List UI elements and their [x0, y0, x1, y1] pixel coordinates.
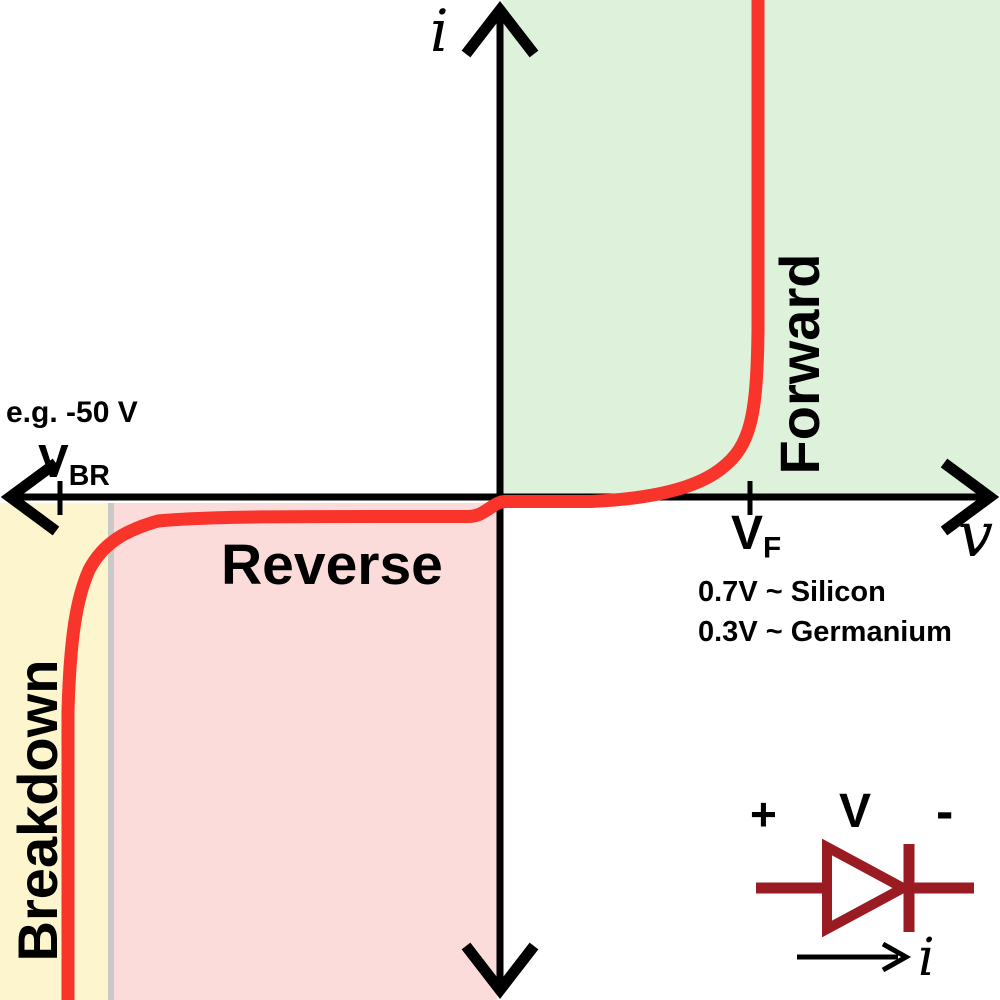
- x-axis-left-arrowhead: [0, 458, 60, 536]
- diode-plus-sign: +: [750, 788, 777, 840]
- forward-region-label: Forward: [768, 253, 831, 475]
- x-axis-right-arrowhead: [940, 458, 1000, 536]
- diode-triangle: [822, 838, 914, 938]
- vbr-main: V: [38, 435, 69, 487]
- breakdown-region-label: Breakdown: [6, 659, 69, 962]
- diode-minus-sign: -: [936, 783, 954, 841]
- reverse-region-label: Reverse: [221, 533, 443, 597]
- silicon-threshold-note: 0.7V ~ Silicon: [698, 576, 886, 608]
- y-axis-up-arrowhead: [461, 1, 539, 58]
- germanium-threshold-note: 0.3V ~ Germanium: [698, 616, 952, 648]
- vf-label: VF: [731, 510, 781, 563]
- breakdown-reverse-divider: [108, 503, 114, 1000]
- breakdown-voltage-example: e.g. -50 V: [6, 396, 138, 429]
- reverse-region-shading: [114, 503, 497, 1000]
- vf-subscript: F: [763, 531, 782, 565]
- vbr-label: VBR: [38, 438, 110, 491]
- diode-symbol: [756, 838, 974, 973]
- vf-main: V: [731, 507, 764, 560]
- diode-voltage-label: V: [839, 785, 872, 838]
- x-axis-label: v: [958, 498, 994, 571]
- y-axis-down-arrowhead: [461, 942, 539, 999]
- current-arrow-head: [881, 941, 912, 973]
- diode-characteristic-curve: [61, 0, 765, 1000]
- vbr-subscript: BR: [68, 459, 110, 492]
- breakdown-region-shading: [0, 503, 108, 1000]
- y-axis-label: i: [430, 0, 449, 65]
- diode-current-label: i: [918, 928, 935, 988]
